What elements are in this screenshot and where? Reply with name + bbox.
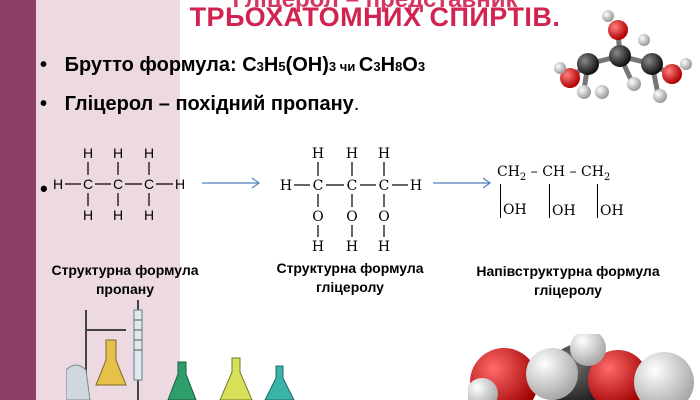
bond-line bbox=[500, 184, 501, 218]
atom: H bbox=[144, 207, 154, 223]
atom: H bbox=[83, 145, 93, 161]
formula-o: O bbox=[402, 54, 418, 76]
slide-title: ТРЬОХАТОМНИХ СПИРТІВ. bbox=[189, 2, 561, 32]
formula-or: чи bbox=[336, 59, 359, 74]
atom: C bbox=[313, 178, 324, 194]
atom: H bbox=[175, 176, 185, 192]
atom: H bbox=[312, 146, 324, 162]
caption-line: Структурна формула bbox=[51, 262, 199, 278]
caption-line: гліцеролу bbox=[316, 279, 384, 295]
bullet-derivative: • Гліцерол – похідний пропану. bbox=[40, 93, 359, 116]
formula-ch2: CH bbox=[497, 164, 520, 180]
caption-line: пропану bbox=[95, 281, 155, 297]
bond-line bbox=[597, 184, 598, 218]
caption-propane: Структурна формула пропану bbox=[30, 261, 220, 299]
caption-line: Структурна формула bbox=[276, 260, 424, 276]
atom: H bbox=[280, 178, 292, 194]
title-partial: Гліцерол – представник bbox=[165, 0, 585, 14]
formula-ch: – CH – CH bbox=[526, 164, 604, 180]
atom: H bbox=[113, 207, 123, 223]
bullet-dot: • bbox=[40, 93, 48, 115]
ball-and-stick-model-icon bbox=[554, 10, 692, 103]
atom: H bbox=[312, 239, 324, 255]
atom: O bbox=[378, 209, 389, 225]
atom: H bbox=[378, 239, 390, 255]
propane-structure: H H H H C C C H H H H bbox=[53, 145, 185, 223]
atom: H bbox=[346, 239, 358, 255]
caption-glycerol: Структурна формула гліцеролу bbox=[258, 259, 442, 297]
arrow-right-icon bbox=[433, 177, 492, 189]
sidebar-light bbox=[36, 0, 180, 400]
gross-formula-prefix: Брутто формула: C bbox=[64, 54, 257, 76]
semi-formula-top: CH2 – CH – CH2 bbox=[497, 164, 610, 183]
formula-h: H bbox=[263, 54, 279, 76]
formula-c: C bbox=[358, 54, 374, 76]
derivative-text: Гліцерол – похідний пропану bbox=[64, 93, 354, 115]
atom: O bbox=[312, 209, 323, 225]
sub: 2 bbox=[603, 171, 611, 183]
oh-group: OH bbox=[552, 203, 576, 219]
atom: H bbox=[53, 176, 63, 192]
formula-oh: (OH) bbox=[285, 54, 329, 76]
atom: C bbox=[347, 178, 358, 194]
bullet-gross-formula: • Брутто формула: C3H5(OH)3 чи C3H8O3 bbox=[40, 54, 425, 77]
sidebar-dark bbox=[0, 0, 36, 400]
atom: C bbox=[144, 176, 154, 192]
sub: 8 bbox=[395, 59, 403, 74]
sub: 3 bbox=[417, 59, 426, 74]
bond-line bbox=[549, 184, 550, 218]
sub: 3 bbox=[256, 59, 264, 74]
arrow-right-icon bbox=[202, 177, 261, 189]
bullet-dot: • bbox=[40, 54, 48, 76]
space-filling-model-icon bbox=[468, 334, 694, 400]
atom: C bbox=[113, 176, 123, 192]
atom: H bbox=[346, 146, 358, 162]
atom: H bbox=[144, 145, 154, 161]
stray-bullet: • bbox=[40, 176, 48, 201]
sub: 5 bbox=[278, 59, 286, 74]
caption-line: гліцеролу bbox=[534, 282, 602, 298]
atom: C bbox=[379, 178, 390, 194]
atom: H bbox=[410, 178, 422, 194]
atom: H bbox=[378, 146, 390, 162]
atom: H bbox=[113, 145, 123, 161]
atom: H bbox=[83, 207, 93, 223]
semi-structural-formula: CH2 – CH – CH2 OH OH OH bbox=[497, 164, 637, 224]
atom: C bbox=[83, 176, 93, 192]
oh-group: OH bbox=[600, 203, 624, 219]
caption-semi: Напівструктурна формула гліцеролу bbox=[462, 262, 674, 300]
glycerol-structure: H H H H C C C H O O O H H H bbox=[280, 146, 422, 255]
atom: O bbox=[346, 209, 357, 225]
oh-group: OH bbox=[503, 202, 527, 218]
sub: 2 bbox=[519, 171, 527, 183]
formula-h: H bbox=[380, 54, 396, 76]
caption-line: Напівструктурна формула bbox=[476, 263, 660, 279]
sub: 3 bbox=[373, 59, 381, 74]
derivative-period: . bbox=[353, 93, 360, 115]
lab-glassware-icon bbox=[66, 300, 295, 400]
sub: 3 bbox=[328, 59, 337, 74]
